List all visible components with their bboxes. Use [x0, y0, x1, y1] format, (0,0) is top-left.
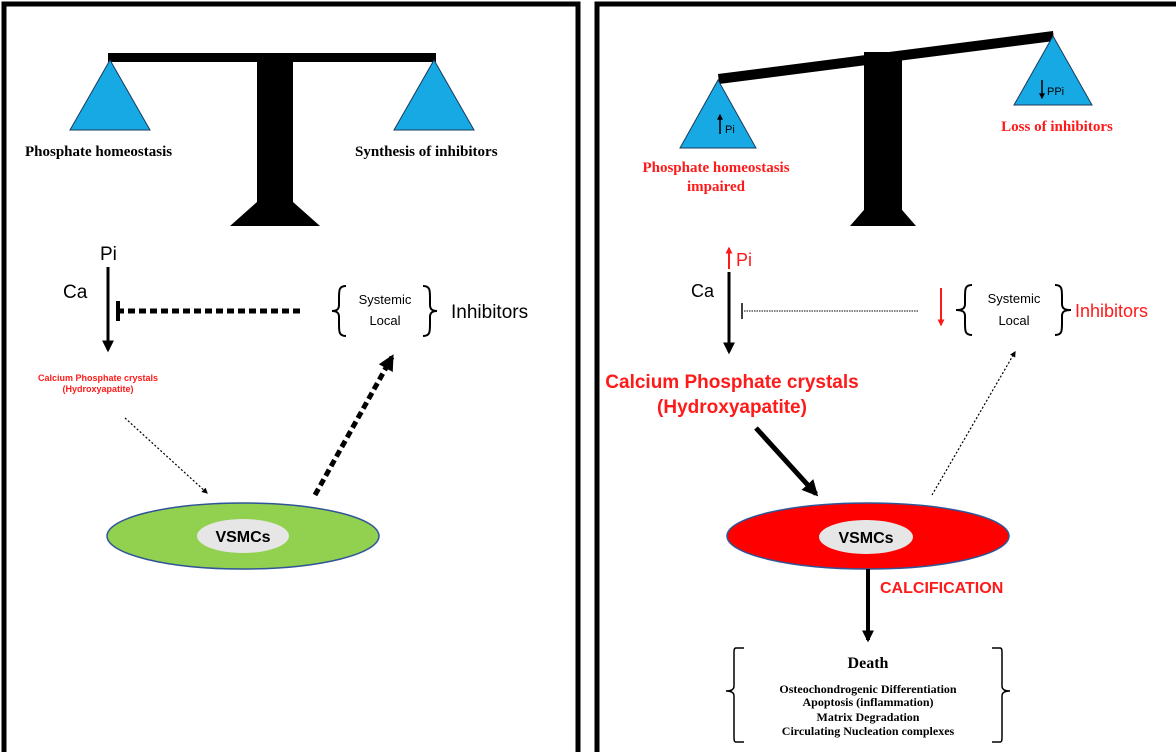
- vsmc-label-bg: [197, 519, 289, 553]
- pan-ppi-text: PPi: [1047, 86, 1064, 98]
- inhibitors-label-right: Inhibitors: [1075, 301, 1148, 321]
- scale-pan-left: [69, 58, 151, 131]
- vsmc-label: VSMCs: [215, 529, 270, 546]
- crystals-label: Calcium Phosphate crystals: [38, 373, 158, 383]
- local-label: Local: [369, 313, 400, 328]
- systemic-label: Systemic: [359, 292, 412, 307]
- scale-pillar: [257, 53, 293, 211]
- tilted-pan-right: [1013, 34, 1093, 106]
- inhibitors-label: Inhibitors: [451, 302, 528, 323]
- right-brace-close: [1054, 284, 1072, 336]
- tilted-scale-base: [850, 188, 916, 226]
- tilted-pan-left: [679, 78, 757, 149]
- scale-base: [230, 186, 320, 226]
- outcome-brace-open: [725, 647, 744, 743]
- left-panel-border: [1, 1, 581, 752]
- outcome-brace-close: [992, 647, 1011, 743]
- loss-of-inhibitors-label: Loss of inhibitors: [1001, 119, 1113, 135]
- ca-label: Ca: [63, 282, 88, 303]
- left-brace-open: [331, 285, 347, 337]
- phosphate-homeostasis-label: Phosphate homeostasis: [25, 144, 172, 160]
- synthesis-inhibitors-label: Synthesis of inhibitors: [355, 144, 498, 160]
- crystals-label-right: Calcium Phosphate crystals: [605, 372, 858, 393]
- vsmc-to-inhibitors-arrow-right: [931, 350, 1016, 496]
- local-label-right: Local: [998, 313, 1029, 328]
- vsmc-to-inhibitors-arrow: [312, 354, 395, 497]
- outcome-item: Apoptosis (inflammation): [802, 695, 933, 709]
- right-brace-open: [955, 284, 973, 336]
- balanced-scale: [69, 53, 475, 226]
- death-label: Death: [848, 655, 889, 672]
- calcification-label: CALCIFICATION: [880, 580, 1003, 597]
- scale-pan-right: [393, 58, 475, 131]
- left-brace-close: [422, 285, 438, 337]
- right-panel-border: [594, 1, 1176, 752]
- pan-pi-text: Pi: [725, 124, 735, 136]
- crystals-to-vsmc-arrow: [124, 417, 208, 494]
- outcome-item: Osteochondrogenic Differentiation: [779, 682, 957, 696]
- pi-label: Pi: [100, 244, 117, 265]
- outcome-item: Matrix Degradation: [817, 710, 920, 724]
- vsmc-label-right: VSMCs: [838, 530, 893, 547]
- homeostasis-impaired-label: Phosphate homeostasis: [642, 160, 789, 176]
- hydroxyapatite-label: (Hydroxyapatite): [62, 384, 133, 394]
- impaired-label: impaired: [687, 179, 746, 195]
- pi-label-right: Pi: [736, 250, 752, 270]
- right-panel: Pi PPi Phosphate homeostasis impaired Lo…: [594, 1, 1176, 752]
- outcome-item: Circulating Nucleation complexes: [782, 724, 955, 738]
- hydroxyapatite-label-right: (Hydroxyapatite): [657, 397, 807, 418]
- ca-label-right: Ca: [691, 281, 715, 301]
- vsmc-label-bg-right: [819, 520, 913, 554]
- systemic-label-right: Systemic: [988, 291, 1041, 306]
- tilted-scale-pillar: [864, 52, 902, 215]
- left-panel: Phosphate homeostasis Synthesis of inhib…: [1, 1, 581, 752]
- crystals-to-vsmc-arrow-right: [754, 426, 819, 497]
